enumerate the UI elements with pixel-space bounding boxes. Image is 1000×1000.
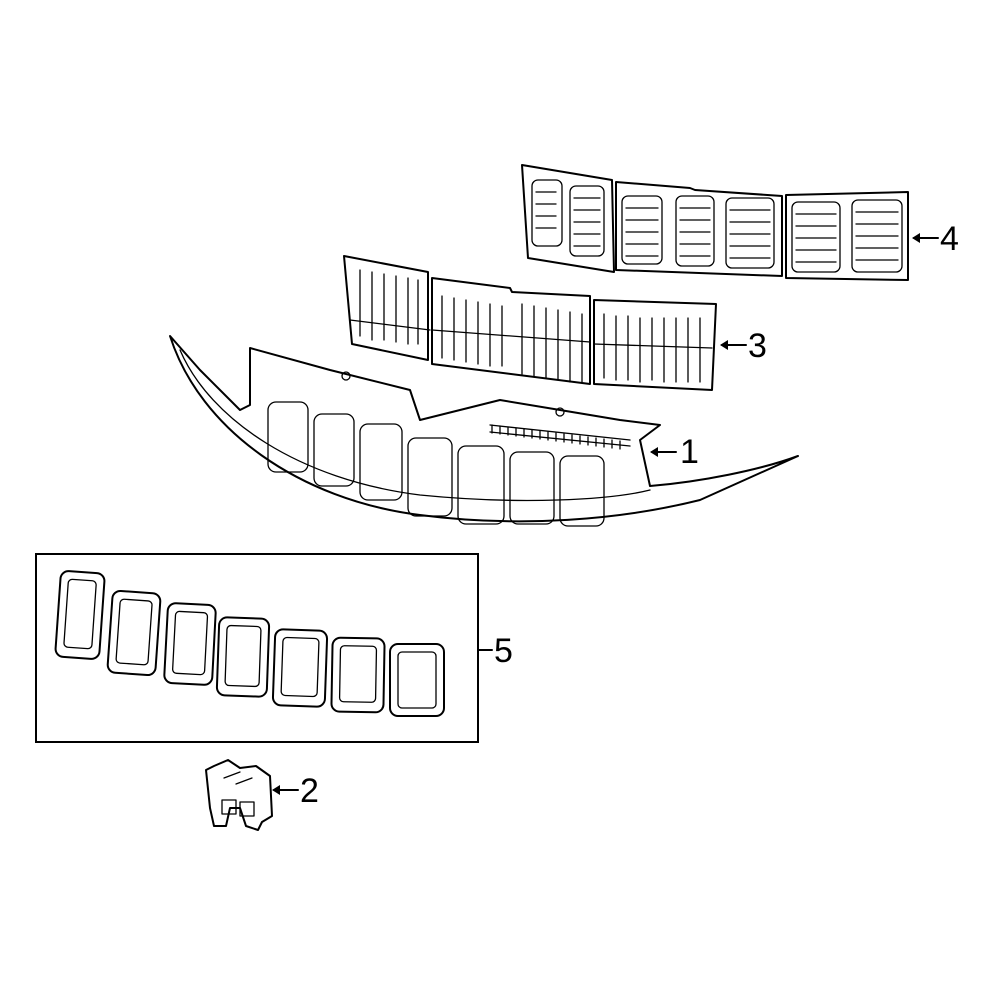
callout-5: 5 [494, 632, 513, 670]
callout-4: 4 [940, 220, 959, 258]
part-3-insert-highlighted[interactable] [343, 255, 717, 391]
part-1-grille-assembly[interactable] [169, 335, 799, 527]
callout-2: 2 [300, 772, 319, 810]
callout-3: 3 [748, 327, 767, 365]
part-5-group-box [35, 553, 479, 743]
leader-arrows [272, 233, 939, 795]
part-5-ring-set[interactable] [54, 570, 445, 717]
part-2-bracket[interactable] [205, 759, 273, 831]
callout-1: 1 [680, 433, 699, 471]
part-4-mesh-insert[interactable] [521, 164, 909, 281]
